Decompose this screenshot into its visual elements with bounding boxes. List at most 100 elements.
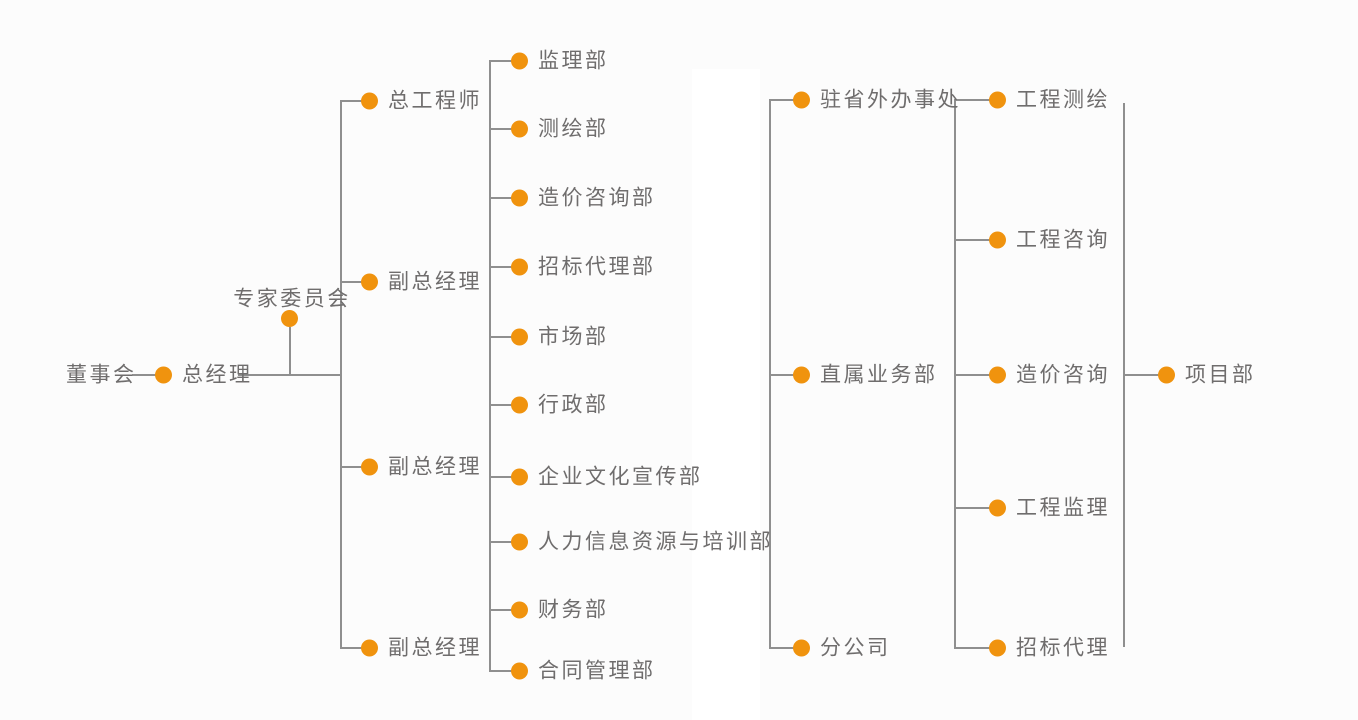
branch-line xyxy=(490,670,521,672)
branch-line xyxy=(955,374,999,376)
node-project-dept: 项目部 xyxy=(1158,365,1256,386)
branch-line xyxy=(770,99,803,101)
node-label: 企业文化宣传部 xyxy=(538,465,703,489)
node-line-bidding-agency: 招标代理 xyxy=(989,638,1110,659)
branch-line xyxy=(490,404,521,406)
node-line-engineering-supervision: 工程监理 xyxy=(989,498,1110,519)
node-dept-hr-training: 人力信息资源与培训部 xyxy=(511,532,773,553)
node-label: 招标代理 xyxy=(1016,636,1110,660)
node-label: 董事会 xyxy=(66,363,137,387)
node-direct-business-dept: 直属业务部 xyxy=(793,365,938,386)
node-line-engineering-consulting: 工程咨询 xyxy=(989,230,1110,251)
node-dept-supervision: 监理部 xyxy=(511,51,609,72)
branch-line xyxy=(770,374,803,376)
node-general-manager: 总经理 xyxy=(155,365,253,386)
node-dept-corporate-culture: 企业文化宣传部 xyxy=(511,467,703,488)
node-dot-icon xyxy=(1158,366,1175,384)
node-dot-icon xyxy=(793,639,810,657)
node-line-engineering-surveying: 工程测绘 xyxy=(989,90,1110,111)
node-label: 工程测绘 xyxy=(1016,88,1110,112)
node-dot-icon xyxy=(989,91,1006,109)
node-label: 行政部 xyxy=(538,393,609,417)
node-board-of-directors: 董事会 xyxy=(66,365,137,386)
branch-line xyxy=(955,647,999,649)
branch-line xyxy=(490,609,521,611)
node-dot-icon xyxy=(361,273,378,291)
node-branch-company: 分公司 xyxy=(793,638,891,659)
node-dot-icon xyxy=(361,458,378,476)
node-dept-surveying: 测绘部 xyxy=(511,119,609,140)
node-label: 市场部 xyxy=(538,325,609,349)
branch-line xyxy=(955,507,999,509)
node-provincial-offices: 驻省外办事处 xyxy=(793,90,961,111)
node-label: 总经理 xyxy=(182,363,253,387)
branch-line xyxy=(770,647,803,649)
node-dot-icon xyxy=(511,533,528,551)
node-label: 分公司 xyxy=(820,636,891,660)
branch-line xyxy=(490,60,521,62)
node-line-cost-consulting: 造价咨询 xyxy=(989,365,1110,386)
node-deputy-general-manager-3: 副总经理 xyxy=(361,638,482,659)
node-label: 副总经理 xyxy=(388,455,482,479)
branch-line xyxy=(490,541,521,543)
node-label: 项目部 xyxy=(1185,363,1256,387)
node-dot-icon xyxy=(793,91,810,109)
background-patch xyxy=(692,69,760,720)
connector-board-gm xyxy=(132,374,156,376)
node-label: 副总经理 xyxy=(388,636,482,660)
node-dot-icon xyxy=(511,468,528,486)
node-label: 造价咨询 xyxy=(1016,363,1110,387)
branch-line xyxy=(341,281,371,283)
branch-line xyxy=(955,99,999,101)
node-dot-icon xyxy=(511,328,528,346)
node-dot-icon xyxy=(511,258,528,276)
node-dot-icon xyxy=(989,639,1006,657)
node-label: 工程咨询 xyxy=(1016,228,1110,252)
node-dot-icon xyxy=(281,310,298,327)
node-dot-icon xyxy=(361,92,378,110)
node-label: 直属业务部 xyxy=(820,363,938,387)
branch-line xyxy=(341,647,371,649)
node-dot-icon xyxy=(511,189,528,207)
trunk-departments xyxy=(489,60,491,672)
branch-line xyxy=(490,197,521,199)
branch-line xyxy=(341,466,371,468)
node-deputy-general-manager-1: 副总经理 xyxy=(361,272,482,293)
node-label: 合同管理部 xyxy=(538,659,656,683)
node-label: 财务部 xyxy=(538,598,609,622)
node-dept-administration: 行政部 xyxy=(511,395,609,416)
connector-gm-trunk xyxy=(238,374,342,376)
node-dot-icon xyxy=(989,499,1006,517)
branch-line xyxy=(955,239,999,241)
node-dot-icon xyxy=(511,52,528,70)
node-label: 造价咨询部 xyxy=(538,186,656,210)
node-label: 驻省外办事处 xyxy=(820,88,961,112)
node-label: 总工程师 xyxy=(388,89,482,113)
node-dot-icon xyxy=(511,120,528,138)
node-label: 副总经理 xyxy=(388,270,482,294)
node-deputy-general-manager-2: 副总经理 xyxy=(361,457,482,478)
node-expert-committee: 专家委员会 xyxy=(233,287,351,311)
node-dept-contract-management: 合同管理部 xyxy=(511,661,656,682)
branch-line xyxy=(490,336,521,338)
node-label: 测绘部 xyxy=(538,117,609,141)
branch-line xyxy=(490,128,521,130)
node-dept-cost-consulting: 造价咨询部 xyxy=(511,188,656,209)
node-dot-icon xyxy=(793,366,810,384)
node-dept-marketing: 市场部 xyxy=(511,327,609,348)
node-chief-engineer: 总工程师 xyxy=(361,91,482,112)
branch-line xyxy=(490,476,521,478)
node-dept-finance: 财务部 xyxy=(511,600,609,621)
node-label: 工程监理 xyxy=(1016,496,1110,520)
node-dot-icon xyxy=(361,639,378,657)
node-label: 人力信息资源与培训部 xyxy=(538,530,773,554)
node-dot-icon xyxy=(511,396,528,414)
branch-line xyxy=(490,266,521,268)
node-dept-bidding-agency: 招标代理部 xyxy=(511,257,656,278)
node-dot-icon xyxy=(989,231,1006,249)
node-dot-icon xyxy=(155,366,172,384)
node-label: 监理部 xyxy=(538,49,609,73)
node-label: 招标代理部 xyxy=(538,255,656,279)
branch-line xyxy=(1124,374,1168,376)
